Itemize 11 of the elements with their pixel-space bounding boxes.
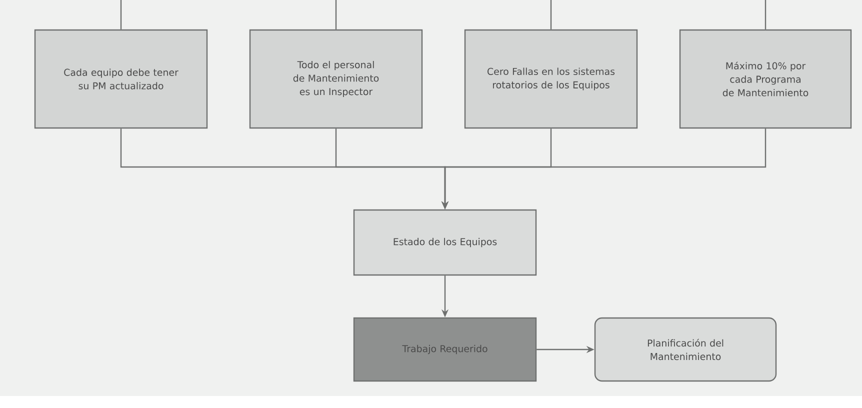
process-box: Trabajo Requerido xyxy=(353,317,537,382)
goal-box: Cero Fallas en los sistemas rotatorios de los Equipos xyxy=(464,29,638,129)
goal-box: Todo el personal de Mantenimiento es un Inspector xyxy=(249,29,423,129)
goal-box: Máximo 10% por cada Programa de Mantenimiento xyxy=(679,29,852,129)
connector xyxy=(764,0,766,30)
goal-box: Cada equipo debe tener su PM actualizado xyxy=(34,29,208,129)
result-box: Planificación del Mantenimiento xyxy=(594,317,777,382)
connector xyxy=(335,0,337,30)
process-box: Estado de los Equipos xyxy=(353,209,537,276)
connector xyxy=(550,0,552,30)
connector xyxy=(120,0,122,30)
